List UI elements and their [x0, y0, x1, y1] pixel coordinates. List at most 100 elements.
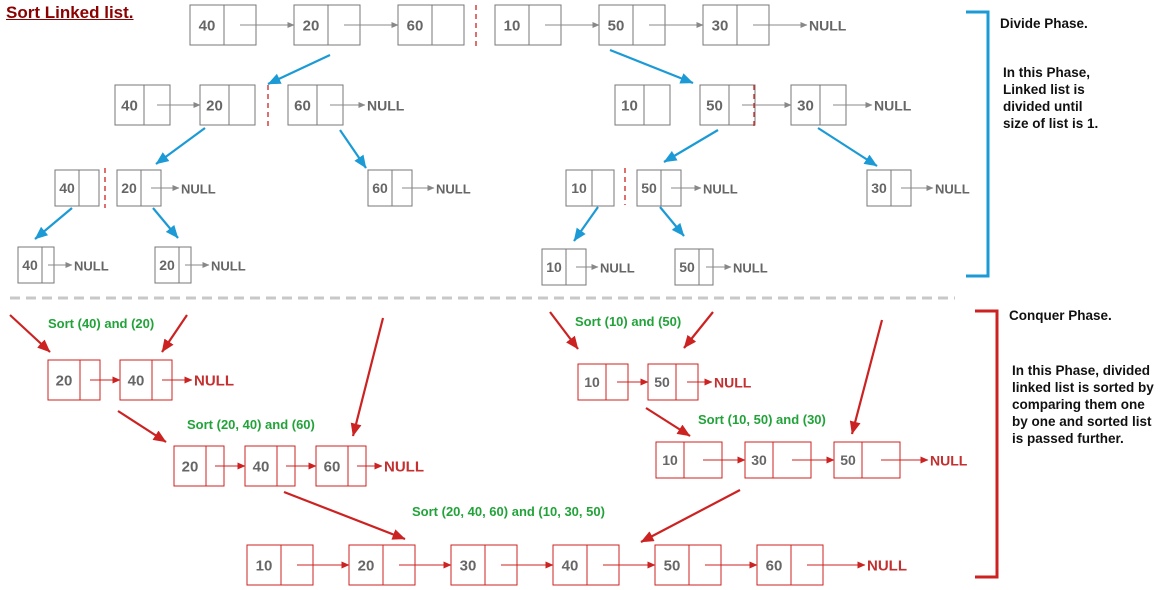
null-label: NULL [935, 181, 970, 196]
merge-arrow [283, 490, 406, 541]
node-box [565, 169, 615, 207]
divide-description-line: Linked list is [1003, 82, 1085, 97]
list-node: 20 [199, 84, 256, 126]
linked-list-d3c: 10 NULL [541, 248, 635, 286]
divide-description-line: divided until [1003, 99, 1083, 114]
list-node: 10 [565, 169, 615, 207]
list-node: 30 [866, 169, 912, 207]
node-value: 30 [712, 17, 729, 34]
node-value: 10 [504, 17, 521, 34]
node-value: 10 [584, 374, 600, 390]
null-label: NULL [714, 374, 752, 390]
merge-arrow [683, 311, 714, 349]
node-value: 50 [679, 259, 695, 275]
node-value: 20 [303, 17, 320, 34]
merge-arrow [350, 317, 385, 437]
node-value: 10 [546, 259, 562, 275]
null-label: NULL [867, 558, 907, 575]
null-label: NULL [181, 181, 216, 196]
node-value: 10 [621, 97, 638, 114]
node-value: 50 [840, 452, 856, 468]
node-value: 50 [608, 17, 625, 34]
divide-arrow [609, 48, 694, 85]
divide-arrow [663, 129, 719, 163]
divide-phase-heading: Divide Phase. [1000, 16, 1088, 31]
node-value: 40 [562, 557, 579, 574]
conquer-description-line: comparing them one [1012, 397, 1145, 412]
divide-phase-bracket [966, 10, 990, 278]
linked-list-d2c: 60 NULL [367, 169, 471, 207]
divide-arrow [152, 207, 179, 239]
list-node: 50 [598, 4, 666, 46]
divide-description-line: size of list is 1. [1003, 116, 1099, 131]
sort-step-label: Sort (20, 40) and (60) [187, 417, 315, 432]
sort-step-label: Sort (40) and (20) [48, 316, 154, 331]
null-label: NULL [436, 181, 471, 196]
node-value: 60 [372, 180, 388, 196]
conquer-description-line: by one and sorted list [1012, 414, 1152, 429]
node-value: 40 [253, 458, 270, 475]
null-label: NULL [703, 181, 738, 196]
conquer-description-line: In this Phase, divided [1012, 363, 1151, 378]
null-label: NULL [367, 98, 405, 114]
list-node: 10 [614, 84, 671, 126]
node-value: 30 [460, 557, 477, 574]
divide-arrow [267, 54, 331, 85]
null-label: NULL [600, 260, 635, 275]
linked-list-d1c: 10 [614, 84, 671, 126]
conquer-phase-bracket [975, 309, 999, 579]
node-box [614, 84, 671, 126]
divide-description-line: In this Phase, [1003, 65, 1091, 80]
list-node: 50 [674, 248, 714, 286]
node-box [54, 169, 100, 207]
conquer-phase-heading: Conquer Phase. [1009, 308, 1112, 323]
divide-phase-description: In this Phase, Linked list is divided un… [1003, 64, 1098, 132]
conquer-description-line: linked list is sorted by [1012, 380, 1154, 395]
merge-arrow [549, 311, 579, 350]
node-value: 40 [59, 180, 75, 196]
merge-arrow [161, 314, 188, 353]
linked-list-c3: 10 50 NULL [577, 363, 752, 401]
node-value: 40 [199, 17, 216, 34]
node-value: 50 [664, 557, 681, 574]
null-label: NULL [211, 258, 246, 273]
node-value: 30 [871, 180, 887, 196]
divide-arrow [817, 127, 878, 167]
node-value: 50 [641, 180, 657, 196]
merge-arrow [640, 489, 741, 543]
merge-arrow [849, 319, 884, 435]
list-node: 40 [54, 169, 100, 207]
linked-list-d3b: 20 NULL [154, 246, 246, 284]
linked-list-d2f: 30 NULL [866, 169, 970, 207]
node-value: 30 [797, 97, 814, 114]
list-node: 20 [293, 4, 361, 46]
divide-arrow [155, 127, 206, 165]
conquer-description-line: is passed further. [1012, 431, 1124, 446]
null-label: NULL [733, 260, 768, 275]
node-value: 50 [654, 374, 670, 390]
node-value: 20 [159, 257, 175, 273]
sort-step-label: Sort (10) and (50) [575, 314, 681, 329]
conquer-phase-description: In this Phase, divided linked list is so… [1012, 362, 1154, 447]
linked-list-d2a: 40 [54, 169, 100, 207]
null-label: NULL [874, 98, 912, 114]
linked-list-d3d: 50 NULL [674, 248, 768, 286]
node-value: 60 [324, 458, 341, 475]
node-box [598, 4, 666, 46]
list-node: 10 [246, 544, 314, 586]
node-box [397, 4, 465, 46]
node-value: 10 [256, 557, 273, 574]
list-node: 10 [541, 248, 587, 286]
node-value: 20 [56, 372, 73, 389]
merge-arrow [117, 410, 167, 443]
